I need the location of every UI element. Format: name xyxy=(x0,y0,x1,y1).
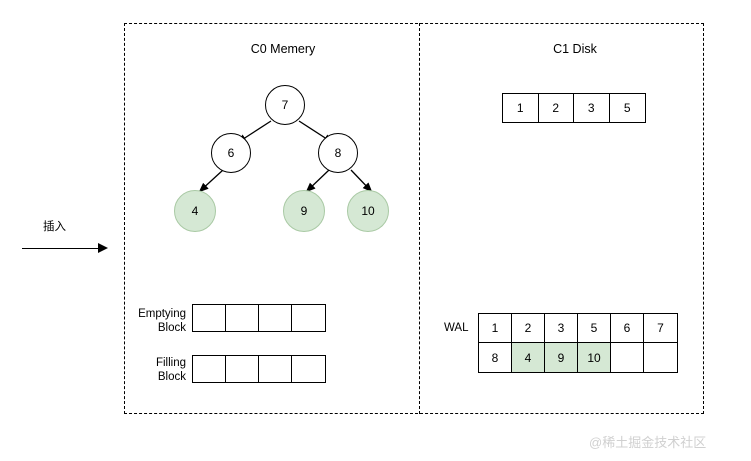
insert-label: 插入 xyxy=(43,221,66,233)
table-cell: 1 xyxy=(503,94,539,122)
table-cell xyxy=(193,356,226,382)
table-cell xyxy=(226,356,259,382)
wal-cell: 2 xyxy=(512,314,545,343)
table-cell: 2 xyxy=(538,94,574,122)
emptying-block-label-line2: Block xyxy=(157,322,186,334)
wal-cell: 1 xyxy=(479,314,512,343)
wal-cell: 8 xyxy=(479,343,512,372)
tree-node-6: 6 xyxy=(211,133,251,173)
tree-node-value: 4 xyxy=(191,204,199,218)
wal-label: WAL xyxy=(444,322,469,334)
watermark: @稀土掘金技术社区 xyxy=(589,435,707,450)
tree-node-7: 7 xyxy=(265,85,305,125)
tree-node-value: 9 xyxy=(300,204,308,218)
tree-node-value: 10 xyxy=(361,204,375,218)
wal-cell: 4 xyxy=(512,343,545,372)
emptying-block-label-line1: Emptying xyxy=(138,308,186,320)
table-cell xyxy=(292,356,325,382)
table-cell: 3 xyxy=(574,94,610,122)
table-cell xyxy=(259,305,292,331)
panel-title-c1: C1 Disk xyxy=(553,42,597,56)
lsm-container-border xyxy=(124,23,704,414)
table-cell xyxy=(292,305,325,331)
wal-cell: 9 xyxy=(545,343,578,372)
insert-arrow-line xyxy=(22,248,100,249)
filling-block-label: Filling Block xyxy=(126,356,186,384)
wal-cell: 10 xyxy=(578,343,611,372)
table-cell xyxy=(259,356,292,382)
tree-node-8: 8 xyxy=(318,133,358,173)
tree-node-10: 10 xyxy=(347,190,389,232)
arrow-right-icon xyxy=(98,243,108,253)
wal-cell: 3 xyxy=(545,314,578,343)
panel-title-c0: C0 Memery xyxy=(250,42,316,56)
tree-node-value: 7 xyxy=(281,98,289,112)
emptying-block-label: Emptying Block xyxy=(126,307,186,335)
filling-block-label-line1: Filling xyxy=(155,357,186,369)
tree-node-9: 9 xyxy=(283,190,325,232)
filling-block-label-line2: Block xyxy=(157,371,186,383)
wal-cell xyxy=(611,343,644,372)
table-cell xyxy=(226,305,259,331)
wal-cell: 6 xyxy=(611,314,644,343)
tree-node-value: 8 xyxy=(334,146,342,160)
tree-node-value: 6 xyxy=(227,146,235,160)
panel-divider xyxy=(419,23,420,414)
tree-node-4: 4 xyxy=(174,190,216,232)
table-cell: 5 xyxy=(609,94,645,122)
wal-cell xyxy=(644,343,677,372)
emptying-block-table xyxy=(192,304,326,332)
wal-cell: 7 xyxy=(644,314,677,343)
table-cell xyxy=(193,305,226,331)
wal-cell: 5 xyxy=(578,314,611,343)
filling-block-table xyxy=(192,355,326,383)
